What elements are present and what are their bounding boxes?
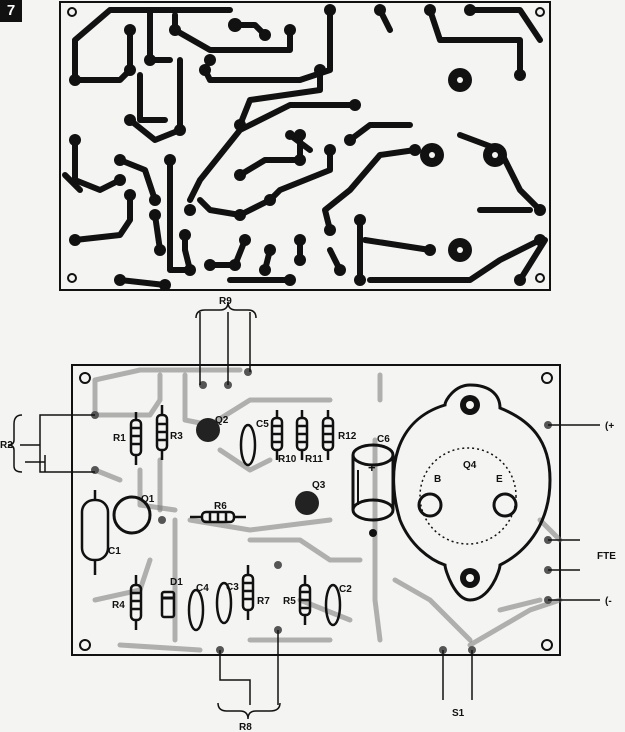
label-r2: R2 [0, 440, 13, 451]
component-pads [91, 368, 552, 654]
label-fte: FTE [597, 551, 616, 562]
c1-body [80, 498, 110, 562]
label-r12: R12 [338, 431, 357, 442]
r6-resistor [190, 510, 246, 524]
small-transistors [112, 418, 319, 535]
d1-diode [160, 590, 176, 619]
c6-capacitor [351, 443, 395, 537]
label-r5: R5 [283, 596, 296, 607]
label-d1: D1 [170, 577, 183, 588]
label-r7: R7 [257, 596, 270, 607]
label-b: B [434, 474, 441, 485]
component-side-board [7, 301, 600, 720]
label-r4: R4 [112, 600, 125, 611]
label-c5: C5 [256, 419, 269, 430]
ghost-traces [92, 367, 563, 653]
label-c4: C4 [196, 583, 209, 594]
copper-traces [62, 7, 548, 288]
copper-side-board [59, 1, 551, 291]
label-plus: (+ [605, 421, 614, 432]
label-c2: C2 [339, 584, 352, 595]
label-q1: Q1 [141, 494, 155, 505]
c3-body [215, 581, 233, 625]
c2-body [324, 583, 342, 627]
figure-number-badge: 7 [0, 0, 22, 22]
label-e: E [496, 474, 503, 485]
component-labels: R9 R1 R3 Q2 C5 R10 R11 R12 C6 + Q4 B E Q… [0, 296, 616, 732]
r1-body [129, 418, 143, 457]
q2-body [196, 418, 220, 442]
label-r11: R11 [305, 454, 323, 465]
label-r3: R3 [170, 431, 183, 442]
label-c1: C1 [108, 546, 121, 557]
c4-body [187, 588, 205, 632]
label-c6-plus: + [368, 460, 376, 475]
c5-body [239, 423, 257, 467]
q3-body [295, 491, 319, 515]
label-r10: R10 [278, 454, 297, 465]
label-q3: Q3 [312, 480, 326, 491]
small-capacitors [80, 423, 342, 632]
copper-pads [69, 4, 546, 291]
label-minus: (- [605, 596, 612, 607]
q4-transistor [392, 383, 552, 602]
label-r6: R6 [214, 501, 227, 512]
label-c6: C6 [377, 434, 390, 445]
label-r1: R1 [113, 433, 126, 444]
label-s1: S1 [452, 708, 465, 719]
label-r9: R9 [219, 296, 232, 307]
external-leads [7, 301, 600, 720]
label-q2: Q2 [215, 415, 229, 426]
label-q4: Q4 [463, 460, 477, 471]
resistors-vertical [129, 405, 335, 630]
label-c3: C3 [226, 582, 239, 593]
label-r8: R8 [239, 722, 252, 732]
q1-body [112, 495, 152, 535]
r7-body [241, 573, 255, 612]
